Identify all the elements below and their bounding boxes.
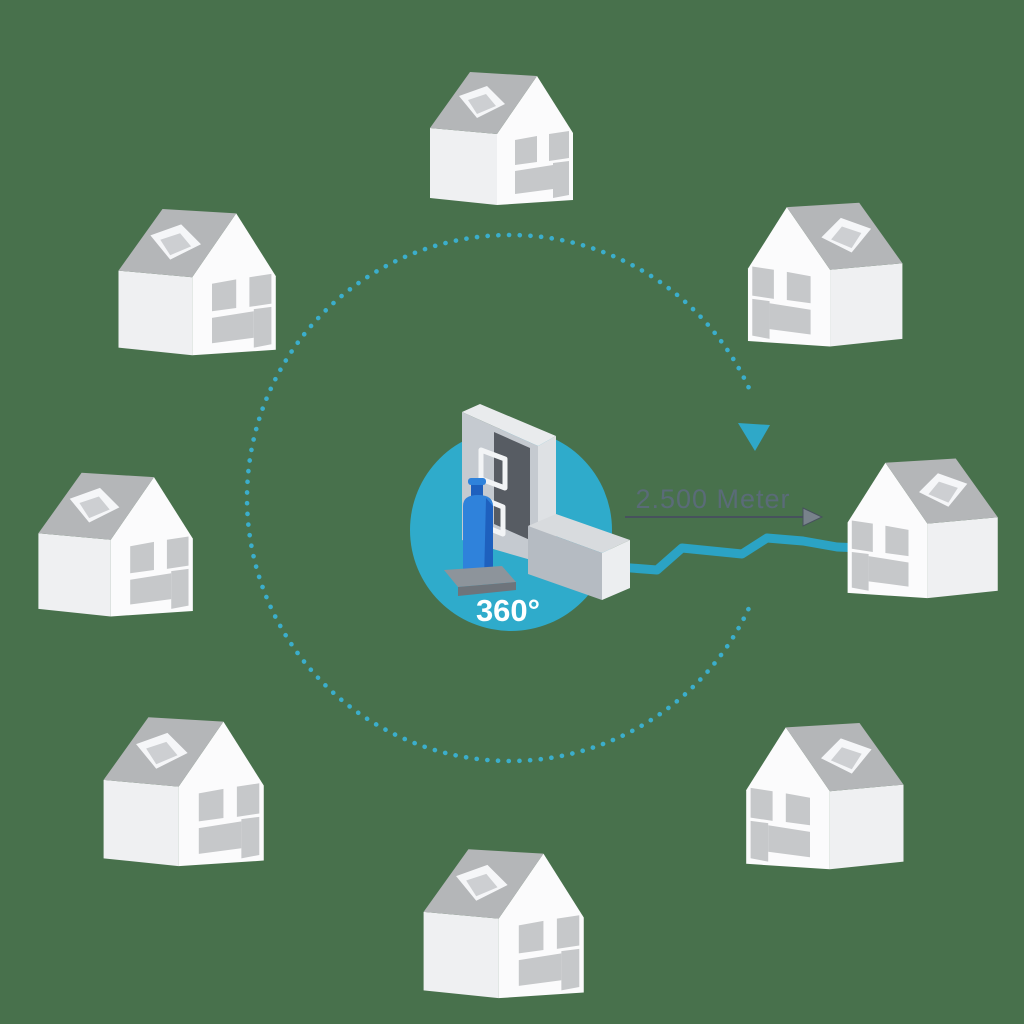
machine-handle (478, 447, 508, 491)
distance-label: 2.500 Meter (635, 484, 790, 514)
gas-cylinder (463, 478, 493, 583)
house-bottom-right (746, 723, 904, 870)
house-left (38, 472, 193, 617)
house-top (430, 72, 573, 205)
house-top-right (747, 202, 903, 347)
distance-arrowhead-icon (802, 507, 824, 527)
connection-pipe (617, 533, 863, 575)
rotation-label: 360° (476, 593, 540, 628)
house-right (847, 458, 998, 599)
house-bottom-left (103, 717, 264, 867)
heating-unit-illustration (444, 404, 630, 600)
house-bottom (423, 849, 584, 999)
clockwise-arrow-icon (738, 423, 770, 451)
distance-arrow (625, 507, 824, 527)
output-duct (528, 514, 630, 600)
house-top-left (118, 209, 276, 356)
cylinder-base (444, 566, 516, 596)
orbit-dotted-circle (244, 232, 755, 764)
